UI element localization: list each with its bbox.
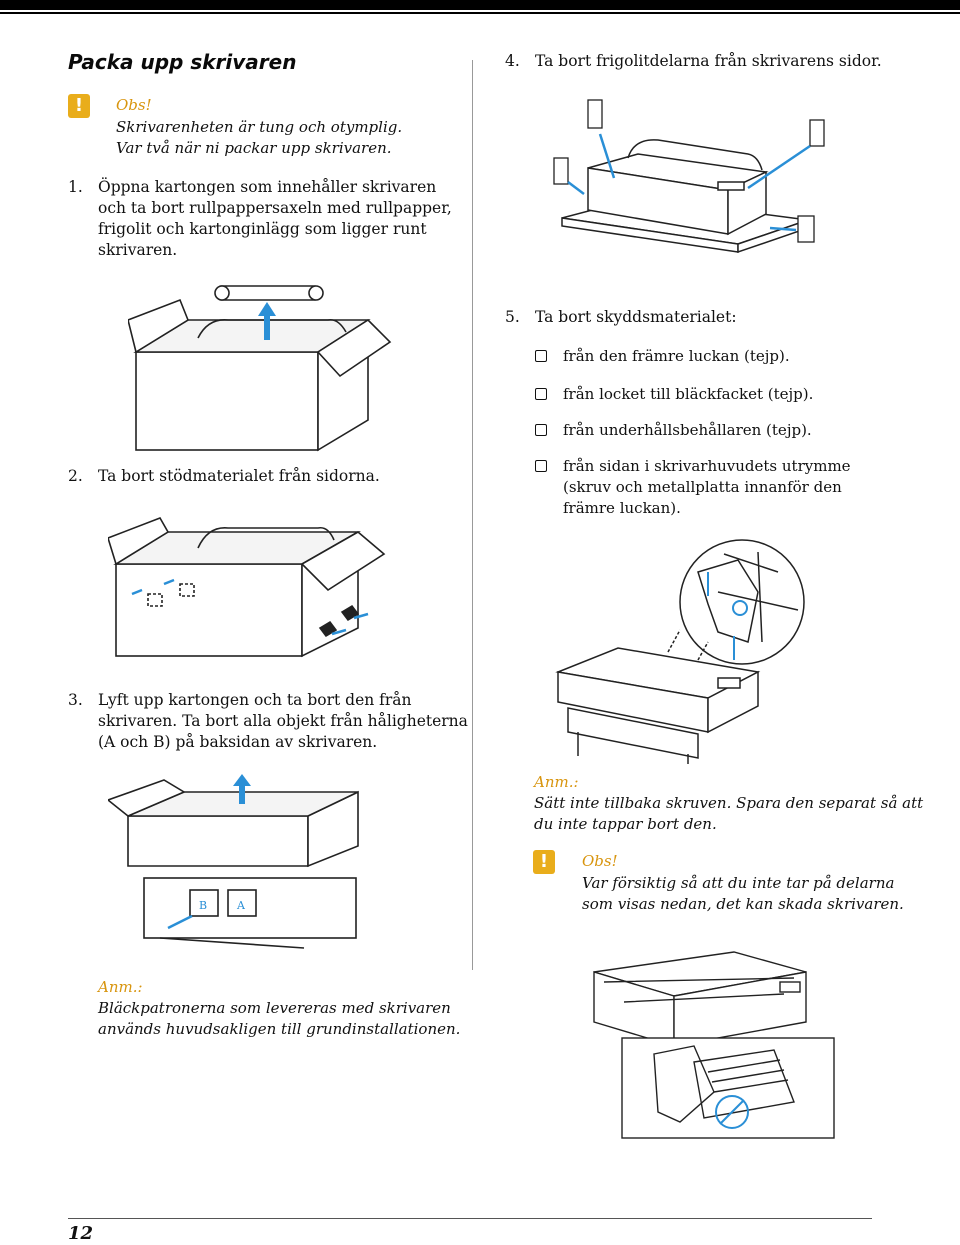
- box-supports-illustration: [108, 517, 386, 658]
- printer-screw-illustration: [555, 539, 805, 764]
- bullet-print-head: från sidan i skrivarhuvudets utrymme (sk…: [535, 456, 935, 522]
- warning-text: Var försiktig så att du inte tar på dela…: [582, 874, 904, 913]
- note-text: Bläckpatronerna som levereras med skriva…: [98, 999, 461, 1038]
- hole-a-label: A: [236, 899, 246, 912]
- bullet-ink-cover: från locket till bläckfacket (tejp).: [535, 384, 935, 406]
- box-open-illustration: [128, 285, 392, 452]
- warning-label: Obs!: [116, 96, 152, 114]
- checkbox-icon: [535, 424, 547, 436]
- page-title: Packa upp skrivaren: [68, 50, 297, 74]
- note-text: Sätt inte tillbaka skruven. Spara den se…: [534, 794, 924, 833]
- note-label: Anm.:: [534, 773, 579, 791]
- step-3: 3. Lyft upp kartongen och ta bort den fr…: [68, 691, 468, 751]
- step-4: 4. Ta bort frigolitdelarna från skrivare…: [505, 52, 882, 70]
- box-lift-illustration: B A: [108, 774, 359, 949]
- step-1: 1. Öppna kartongen som innehåller skriva…: [68, 178, 452, 259]
- page-number: 12: [68, 1223, 94, 1244]
- column-divider: [472, 60, 473, 970]
- step-2: 2. Ta bort stödmaterialet från sidorna.: [68, 467, 380, 485]
- bullet-maintenance-tank: från underhållsbehållaren (tejp).: [535, 420, 935, 442]
- checkbox-icon: [535, 460, 547, 472]
- footer-rule: [68, 1218, 872, 1219]
- header-bar: [0, 0, 960, 10]
- arrow-up-icon: [233, 774, 251, 804]
- header-rule: [0, 12, 960, 14]
- hole-b-label: B: [199, 899, 207, 912]
- checkbox-icon: [535, 388, 547, 400]
- checkbox-icon: [535, 350, 547, 362]
- bullet-front-cover: från den främre luckan (tejp).: [535, 346, 935, 368]
- arrow-up-icon: [258, 302, 276, 340]
- warning-text: Skrivarenheten är tung och otymplig. Var…: [116, 118, 403, 157]
- warning-icon: !: [533, 850, 555, 874]
- note-label: Anm.:: [98, 978, 143, 996]
- warning-label: Obs!: [582, 852, 618, 870]
- printer-foam-illustration: [553, 99, 825, 254]
- step-5: 5. Ta bort skyddsmaterialet:: [505, 308, 737, 326]
- warning-icon: !: [68, 94, 90, 118]
- printer-caution-illustration: [593, 951, 835, 1139]
